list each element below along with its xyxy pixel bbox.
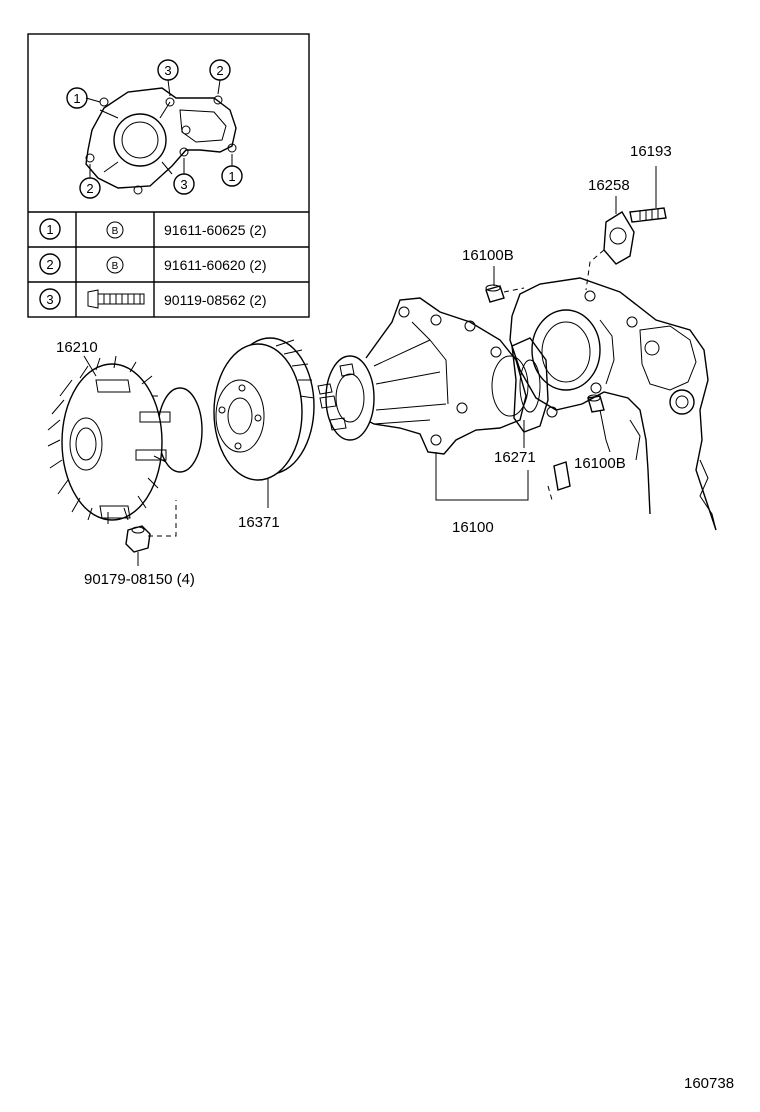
- inset-callout-2b: 2: [79, 177, 101, 199]
- svg-text:1: 1: [46, 222, 53, 237]
- label-pulley: 16371: [238, 514, 280, 531]
- label-stud: 16193: [630, 143, 672, 160]
- inset-pump-drawing: [85, 79, 237, 195]
- svg-text:3: 3: [180, 177, 187, 192]
- inset-callout-1b: 1: [221, 165, 243, 187]
- nut-drawing: [125, 500, 177, 566]
- engine-block-drawing: [509, 277, 717, 531]
- svg-text:1: 1: [228, 169, 235, 184]
- pump-assembly-bracket: [435, 452, 529, 501]
- table-row: 2 B 91611-60620 (2): [39, 253, 266, 275]
- label-dowel-top: 16100B: [462, 247, 514, 264]
- svg-text:3: 3: [164, 63, 171, 78]
- label-small-gasket: 16258: [588, 177, 630, 194]
- inset-callout-1a: 1: [66, 87, 88, 109]
- svg-text:B: B: [112, 226, 119, 237]
- svg-text:91611-60620 (2): 91611-60620 (2): [164, 257, 266, 273]
- pulley-drawing: [213, 337, 315, 508]
- dowel-pin-bottom-drawing: [587, 394, 611, 453]
- table-row: 1 B 91611-60625 (2): [39, 218, 266, 240]
- label-fan-clutch: 16210: [56, 339, 98, 356]
- svg-text:2: 2: [216, 63, 223, 78]
- stud-bolt-drawing: [629, 166, 667, 223]
- small-gasket-drawing: [585, 196, 635, 291]
- inset-callout-2a: 2: [209, 59, 231, 81]
- svg-text:2: 2: [46, 257, 53, 272]
- label-water-pump: 16100: [452, 519, 494, 536]
- table-row: 3 90119-08562 (2): [39, 288, 266, 310]
- figure-id: 160738: [684, 1075, 734, 1092]
- label-pump-gasket: 16271: [494, 449, 536, 466]
- label-dowel-bottom: 16100B: [574, 455, 626, 472]
- svg-text:B: B: [112, 261, 119, 272]
- svg-text:1: 1: [73, 91, 80, 106]
- water-pump-drawing: [317, 297, 529, 455]
- svg-text:91611-60625 (2): 91611-60625 (2): [164, 222, 266, 238]
- dowel-pin-top-drawing: [485, 266, 525, 303]
- label-nut: 90179-08150 (4): [84, 571, 195, 588]
- svg-text:3: 3: [46, 292, 53, 307]
- bolt-icon: [87, 289, 145, 309]
- pump-gasket-drawing: [511, 337, 549, 448]
- svg-text:90119-08562 (2): 90119-08562 (2): [164, 292, 266, 308]
- fan-clutch-drawing: [47, 355, 203, 524]
- inset-callout-3a: 3: [157, 59, 179, 81]
- svg-text:2: 2: [86, 181, 93, 196]
- inset-callout-3b: 3: [173, 173, 195, 195]
- inset-panel: 1 3 2 2 3 1 1 B 91611-60625 (2): [27, 33, 310, 318]
- drain-plug-drawing: [547, 461, 571, 501]
